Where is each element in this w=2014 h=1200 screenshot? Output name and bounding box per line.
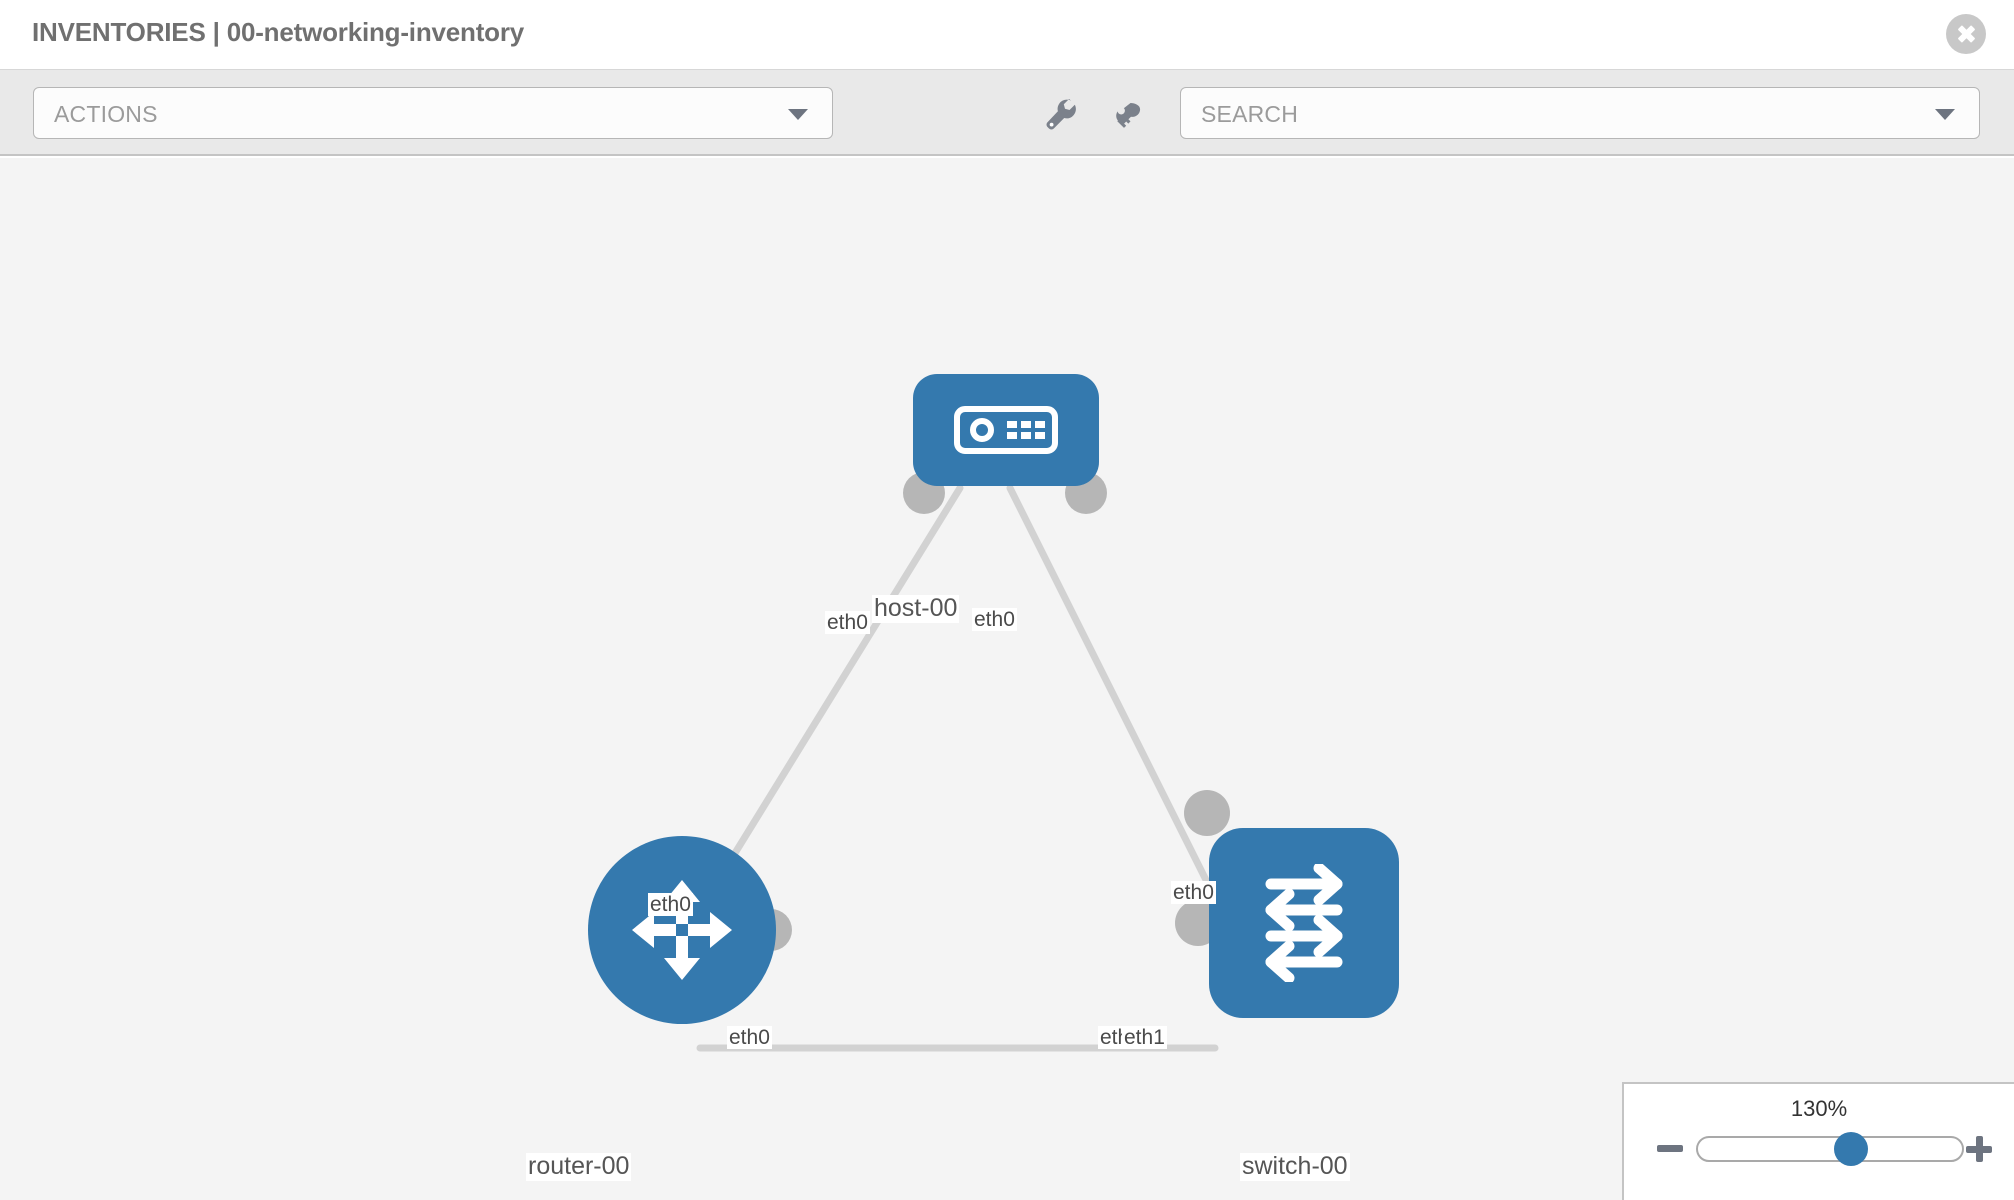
port-label-switch-up-eth0: eth0 — [1171, 881, 1216, 905]
search-placeholder: SEARCH — [1201, 101, 1299, 127]
minus-icon[interactable] — [1657, 1145, 1683, 1152]
port-label-host-left-eth0: eth0 — [825, 611, 870, 635]
zoom-slider-thumb[interactable] — [1833, 1132, 1868, 1166]
toolbar: ACTIONS SEARCH — [0, 70, 2014, 156]
node-label-router-00: router-00 — [526, 1152, 632, 1181]
port-label-router-up-eth0: eth0 — [648, 893, 693, 917]
actions-dropdown-label: ACTIONS — [54, 101, 158, 127]
search-input[interactable]: SEARCH — [1180, 87, 1980, 139]
key-icon[interactable] — [1105, 94, 1147, 136]
port-nub-switch-top[interactable] — [1184, 790, 1230, 836]
node-switch-00[interactable] — [1175, 790, 1399, 1018]
actions-dropdown[interactable]: ACTIONS — [33, 87, 833, 139]
port-label-host-right-eth0: eth0 — [972, 608, 1017, 632]
node-host-00[interactable] — [903, 374, 1107, 514]
server-icon — [913, 374, 1099, 486]
topology-canvas[interactable]: host-00 router-00 switch-00 eth0 eth0 et… — [0, 158, 2014, 1200]
zoom-control-panel: 130% — [1622, 1082, 2014, 1200]
chevron-down-icon[interactable] — [1935, 109, 1955, 120]
zoom-level-value: 130% — [1790, 1096, 1848, 1121]
close-icon[interactable] — [1946, 14, 1986, 54]
edge-host-switch — [1006, 484, 1244, 952]
node-router-00[interactable] — [588, 836, 792, 1024]
node-label-host-00: host-00 — [872, 594, 960, 623]
switch-icon — [1209, 828, 1399, 1018]
plus-icon[interactable] — [1966, 1136, 1992, 1162]
chevron-down-icon — [788, 109, 808, 120]
edge-host-router — [691, 484, 964, 922]
zoom-slider[interactable] — [1696, 1132, 1964, 1166]
port-label-router-right-eth0: eth0 — [727, 1026, 772, 1050]
port-label-switch-left-eth1: eth1 — [1122, 1026, 1167, 1050]
router-icon — [588, 836, 776, 1024]
page-header: INVENTORIES | 00-networking-inventory — [0, 0, 2014, 70]
topology-edges — [691, 484, 1244, 1052]
node-label-switch-00: switch-00 — [1240, 1152, 1350, 1181]
wrench-icon[interactable] — [1040, 94, 1082, 136]
page-title: INVENTORIES | 00-networking-inventory — [32, 17, 525, 47]
